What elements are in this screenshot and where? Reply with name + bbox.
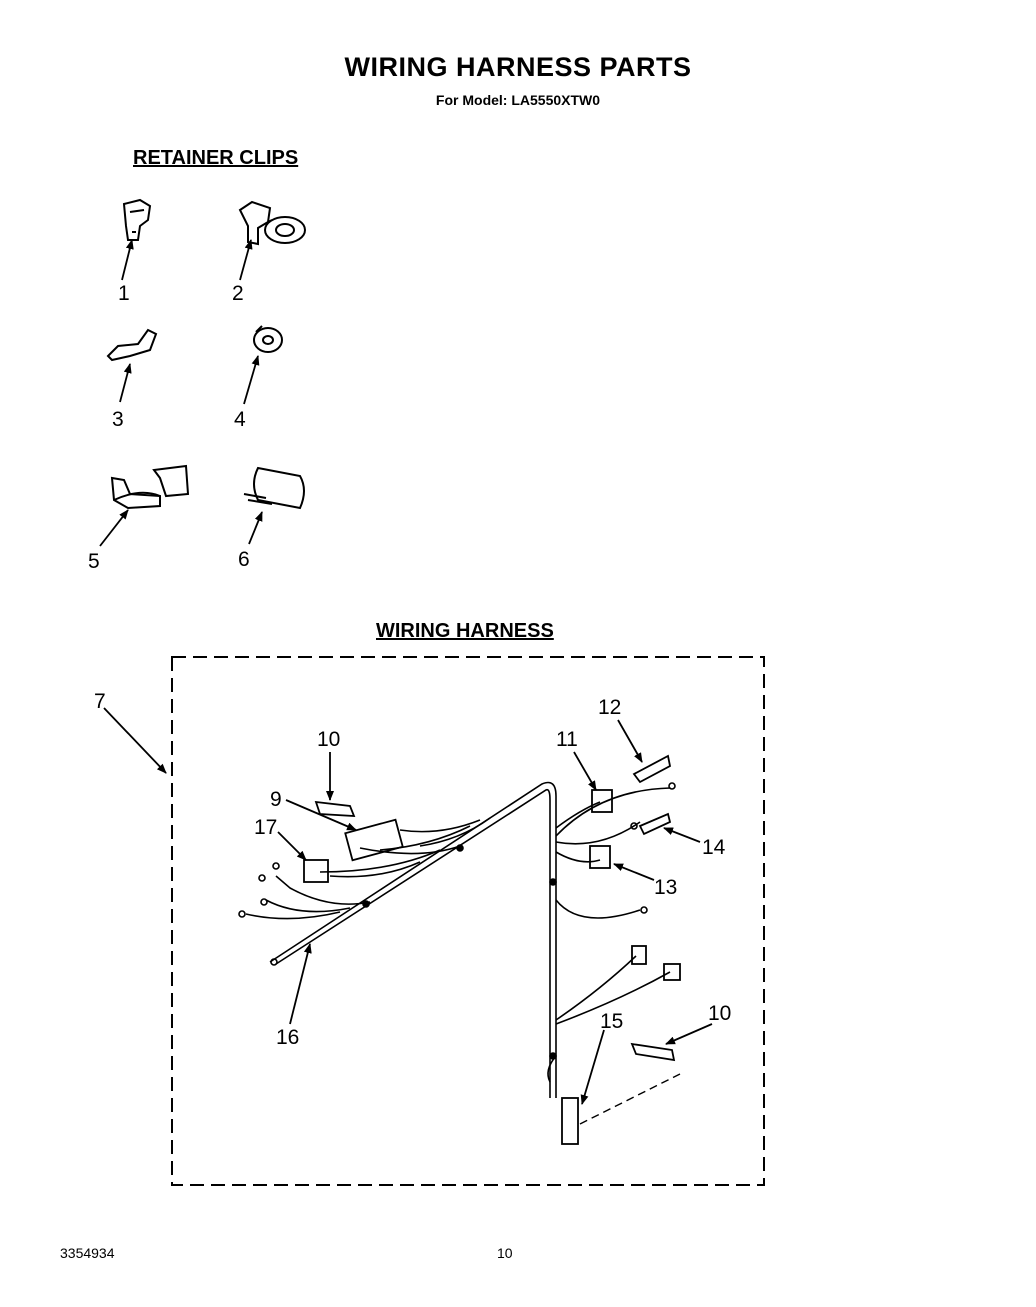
terminal-10-lower: [630, 1042, 676, 1062]
page-title: WIRING HARNESS PARTS: [344, 52, 692, 82]
callout-10-upper: 10: [317, 728, 340, 751]
retainer-clip-4: [253, 325, 283, 353]
callout-12: 12: [598, 696, 621, 719]
callout-17: 17: [254, 816, 277, 839]
callout-3: 3: [112, 408, 124, 431]
connector-13: [589, 845, 611, 869]
terminal-14: [638, 812, 672, 836]
callout-16: 16: [276, 1026, 299, 1049]
retainer-clip-6: [243, 466, 305, 510]
page-number: 10: [497, 1245, 513, 1261]
callout-9: 9: [270, 788, 282, 811]
callout-1: 1: [118, 282, 130, 305]
connector-17: [303, 859, 329, 883]
retainer-clip-1: [122, 198, 152, 241]
connector-9: [344, 818, 404, 862]
callout-6: 6: [238, 548, 250, 571]
callout-13: 13: [654, 876, 677, 899]
callout-2: 2: [232, 282, 244, 305]
callout-7: 7: [94, 690, 106, 713]
retainer-clips-heading: RETAINER CLIPS: [133, 147, 299, 169]
callout-15: 15: [600, 1010, 623, 1033]
terminal-12: [632, 754, 672, 784]
model-subtitle: For Model: LA5550XTW0: [435, 92, 601, 108]
terminal-10-upper: [314, 800, 356, 817]
callout-11: 11: [556, 728, 578, 751]
connector-right-a: [631, 945, 647, 965]
retainer-clip-2: [238, 200, 306, 246]
document-number: 3354934: [60, 1245, 115, 1261]
wiring-harness-heading: WIRING HARNESS: [376, 620, 554, 642]
callout-14: 14: [702, 836, 726, 859]
retainer-clip-3: [106, 328, 158, 362]
connector-15: [561, 1097, 579, 1145]
connector-right-b: [663, 963, 681, 981]
harness-frame: [171, 656, 765, 1186]
retainer-clip-5: [110, 464, 190, 510]
callout-5: 5: [88, 550, 100, 573]
connector-11: [591, 789, 613, 813]
callout-10-lower: 10: [708, 1002, 731, 1025]
wiring-harness-assembly: [238, 781, 676, 1098]
callout-4: 4: [234, 408, 246, 431]
